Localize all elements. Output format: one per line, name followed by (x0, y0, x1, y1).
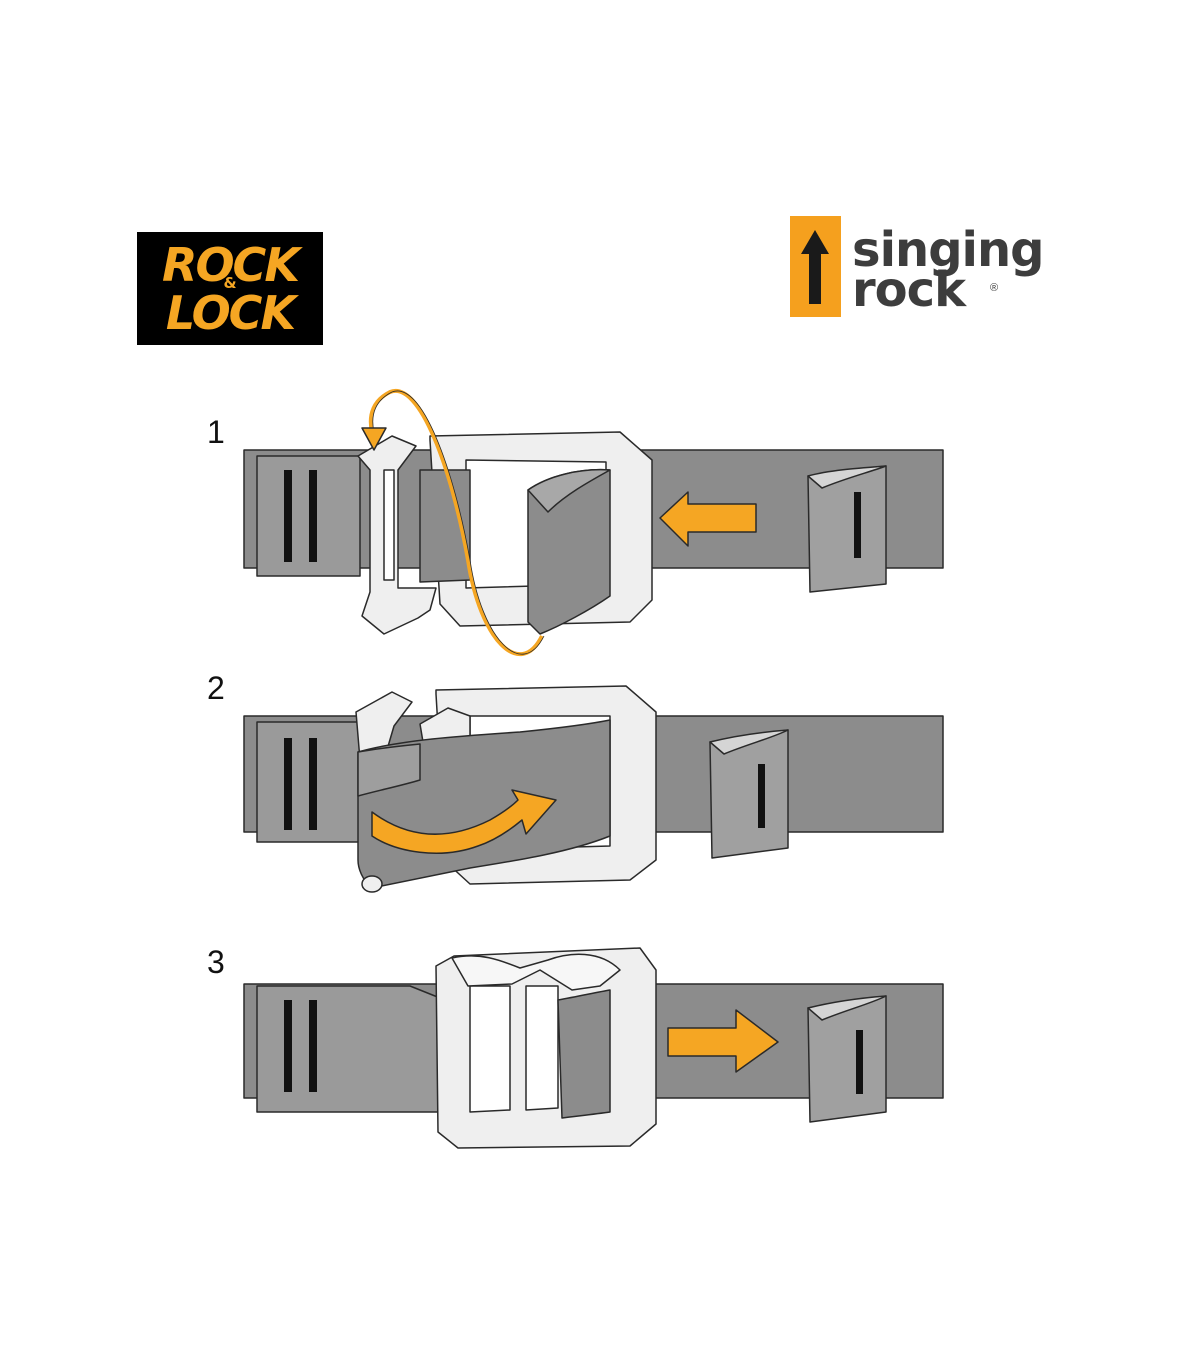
step-2-slot-left-a (284, 738, 292, 830)
step-3-strap-through-buckle (557, 989, 611, 1119)
step-1-keeper-fold (807, 465, 887, 489)
step-3-slot-left-b (309, 1000, 317, 1092)
step-2-keeper-slot (758, 764, 765, 828)
step-2-keeper-fold (709, 729, 789, 755)
step-2-illustration (243, 685, 944, 893)
step-2-slide-arrow (371, 789, 557, 854)
rocklock-logo: ROCK & LOCK (137, 232, 323, 345)
step-3-buckle-top (451, 953, 621, 991)
step-1-push-arrow (659, 491, 757, 547)
step-3-buckle-window-right (525, 985, 559, 1111)
step-1-lever-slot (383, 469, 395, 581)
step-3-tighten-arrow (667, 1009, 779, 1073)
step-3-keeper-fold (807, 995, 887, 1021)
singing-rock-word-rock: rock (852, 262, 966, 318)
step-2-lever-knob (361, 875, 383, 893)
singing-rock-logo: singing rock ® (790, 216, 1090, 318)
step-number-2: 2 (207, 670, 225, 706)
step-2-strap-end (256, 721, 361, 843)
rocklock-logo-word-lock: LOCK (165, 286, 296, 340)
singing-rock-word-singing: singing (852, 222, 1045, 278)
singing-rock-arrow-box (790, 216, 841, 317)
step-1-strap-end (256, 455, 361, 577)
step-1-slot-left-a (284, 470, 292, 562)
step-3-illustration (243, 947, 944, 1149)
step-3-keeper-slot (856, 1030, 863, 1094)
registered-mark: ® (990, 282, 999, 294)
rocklock-logo-word-rock: ROCK (162, 238, 300, 292)
step-3-slot-left-a (284, 1000, 292, 1092)
step-1-rotation-arrowhead (361, 427, 387, 451)
step-1-folded-strap-top (527, 468, 611, 513)
step-number-1: 1 (207, 414, 225, 450)
rocklock-logo-ampersand: & (223, 274, 237, 292)
step-3-buckle-window-left (469, 985, 511, 1113)
step-1-rotation-arrow (368, 388, 544, 657)
step-1-buckle-lever (357, 435, 437, 635)
step-1-keeper-slot (854, 492, 861, 558)
step-1-slot-left-b (309, 470, 317, 562)
step-1-illustration (243, 388, 944, 657)
up-arrow-icon (801, 230, 829, 304)
step-2-slot-left-b (309, 738, 317, 830)
step-number-3: 3 (207, 944, 225, 980)
step-2-wrapped-strap-edge (357, 743, 421, 797)
